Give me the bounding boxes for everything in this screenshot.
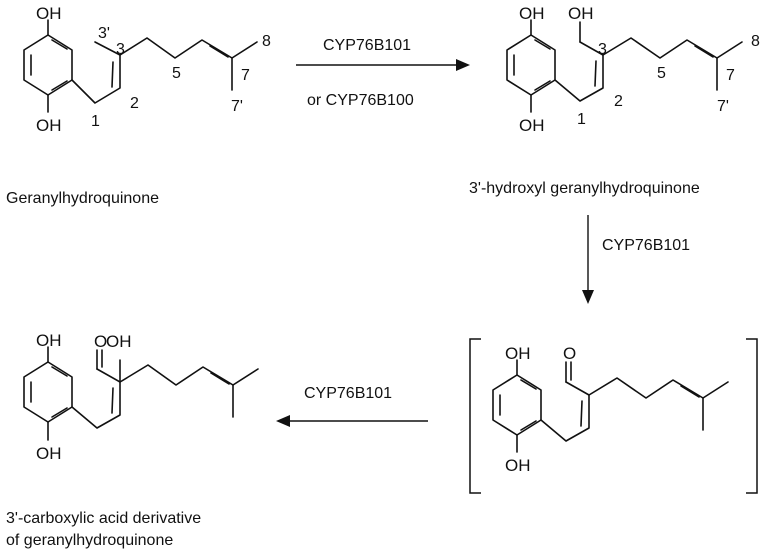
- benzene-ring: [506, 34, 556, 96]
- compound-3prime-hydroxyl-geranylhydroquinone: OH OH OH 3 2 1 5 7 8 7' 3'-hydroxyl gera…: [469, 4, 760, 197]
- arrow-1: CYP76B101 or CYP76B100: [296, 37, 470, 109]
- carbon-number-1: 1: [91, 113, 100, 130]
- compound-geranylhydroquinone: OH OH 3' 3 2 1 5 7 8 7' Geranylhydroquin…: [6, 4, 271, 207]
- oh-label-side: OH: [568, 4, 594, 23]
- carbon-number-8: 8: [262, 33, 271, 50]
- oh-label-bottom: OH: [36, 116, 62, 135]
- geranyl-chain: [71, 349, 259, 429]
- carbon-number-3: 3: [116, 41, 125, 58]
- compound-aldehyde-intermediate: OH OH O: [469, 338, 758, 494]
- geranyl-chain: [554, 21, 743, 102]
- oh-label-bottom: OH: [36, 444, 62, 463]
- enzyme-label: CYP76B101: [323, 37, 411, 54]
- oh-label-top: OH: [36, 4, 62, 23]
- enzyme-label: CYP76B101: [304, 385, 392, 402]
- carbon-number-5: 5: [172, 65, 181, 82]
- benzene-ring: [23, 34, 73, 96]
- arrow-3: CYP76B101: [276, 385, 428, 427]
- oh-label-bottom: OH: [519, 116, 545, 135]
- compound-name-line2: of geranylhydroquinone: [6, 532, 173, 549]
- carbon-number-7prime: 7': [717, 98, 729, 115]
- carbon-number-8: 8: [751, 33, 760, 50]
- carbon-number-2: 2: [614, 93, 623, 110]
- o-label-carbonyl: O: [94, 332, 107, 351]
- carbon-number-3: 3: [598, 41, 607, 58]
- geranyl-chain: [71, 37, 258, 104]
- benzene-ring: [23, 361, 73, 423]
- enzyme-label-alt: or CYP76B100: [307, 92, 414, 109]
- compound-name: 3'-hydroxyl geranylhydroquinone: [469, 180, 700, 197]
- benzene-ring: [492, 374, 542, 436]
- arrow-2: CYP76B101: [582, 215, 690, 304]
- oh-label-top: OH: [36, 331, 62, 350]
- carbon-number-3prime: 3': [98, 25, 110, 42]
- o-label-aldehyde: O: [563, 344, 576, 363]
- oh-label-bottom: OH: [505, 456, 531, 475]
- enzyme-label: CYP76B101: [602, 237, 690, 254]
- carbon-number-2: 2: [130, 95, 139, 112]
- compound-name: Geranylhydroquinone: [6, 190, 159, 207]
- oh-label-acid: OH: [106, 332, 132, 351]
- carbon-number-1: 1: [577, 111, 586, 128]
- carbon-number-7prime: 7': [231, 98, 243, 115]
- oh-label-top: OH: [505, 344, 531, 363]
- geranyl-chain: [540, 361, 729, 442]
- compound-name-line1: 3'-carboxylic acid derivative: [6, 510, 201, 527]
- carbon-number-7: 7: [726, 67, 735, 84]
- bracket-left: [469, 338, 481, 494]
- oh-label-top: OH: [519, 4, 545, 23]
- carbon-number-7: 7: [241, 67, 250, 84]
- carbon-number-5: 5: [657, 65, 666, 82]
- bracket-right: [746, 338, 758, 494]
- compound-3prime-carboxylic-acid: OH OH O OH 3'-carboxylic acid derivative…: [6, 331, 259, 549]
